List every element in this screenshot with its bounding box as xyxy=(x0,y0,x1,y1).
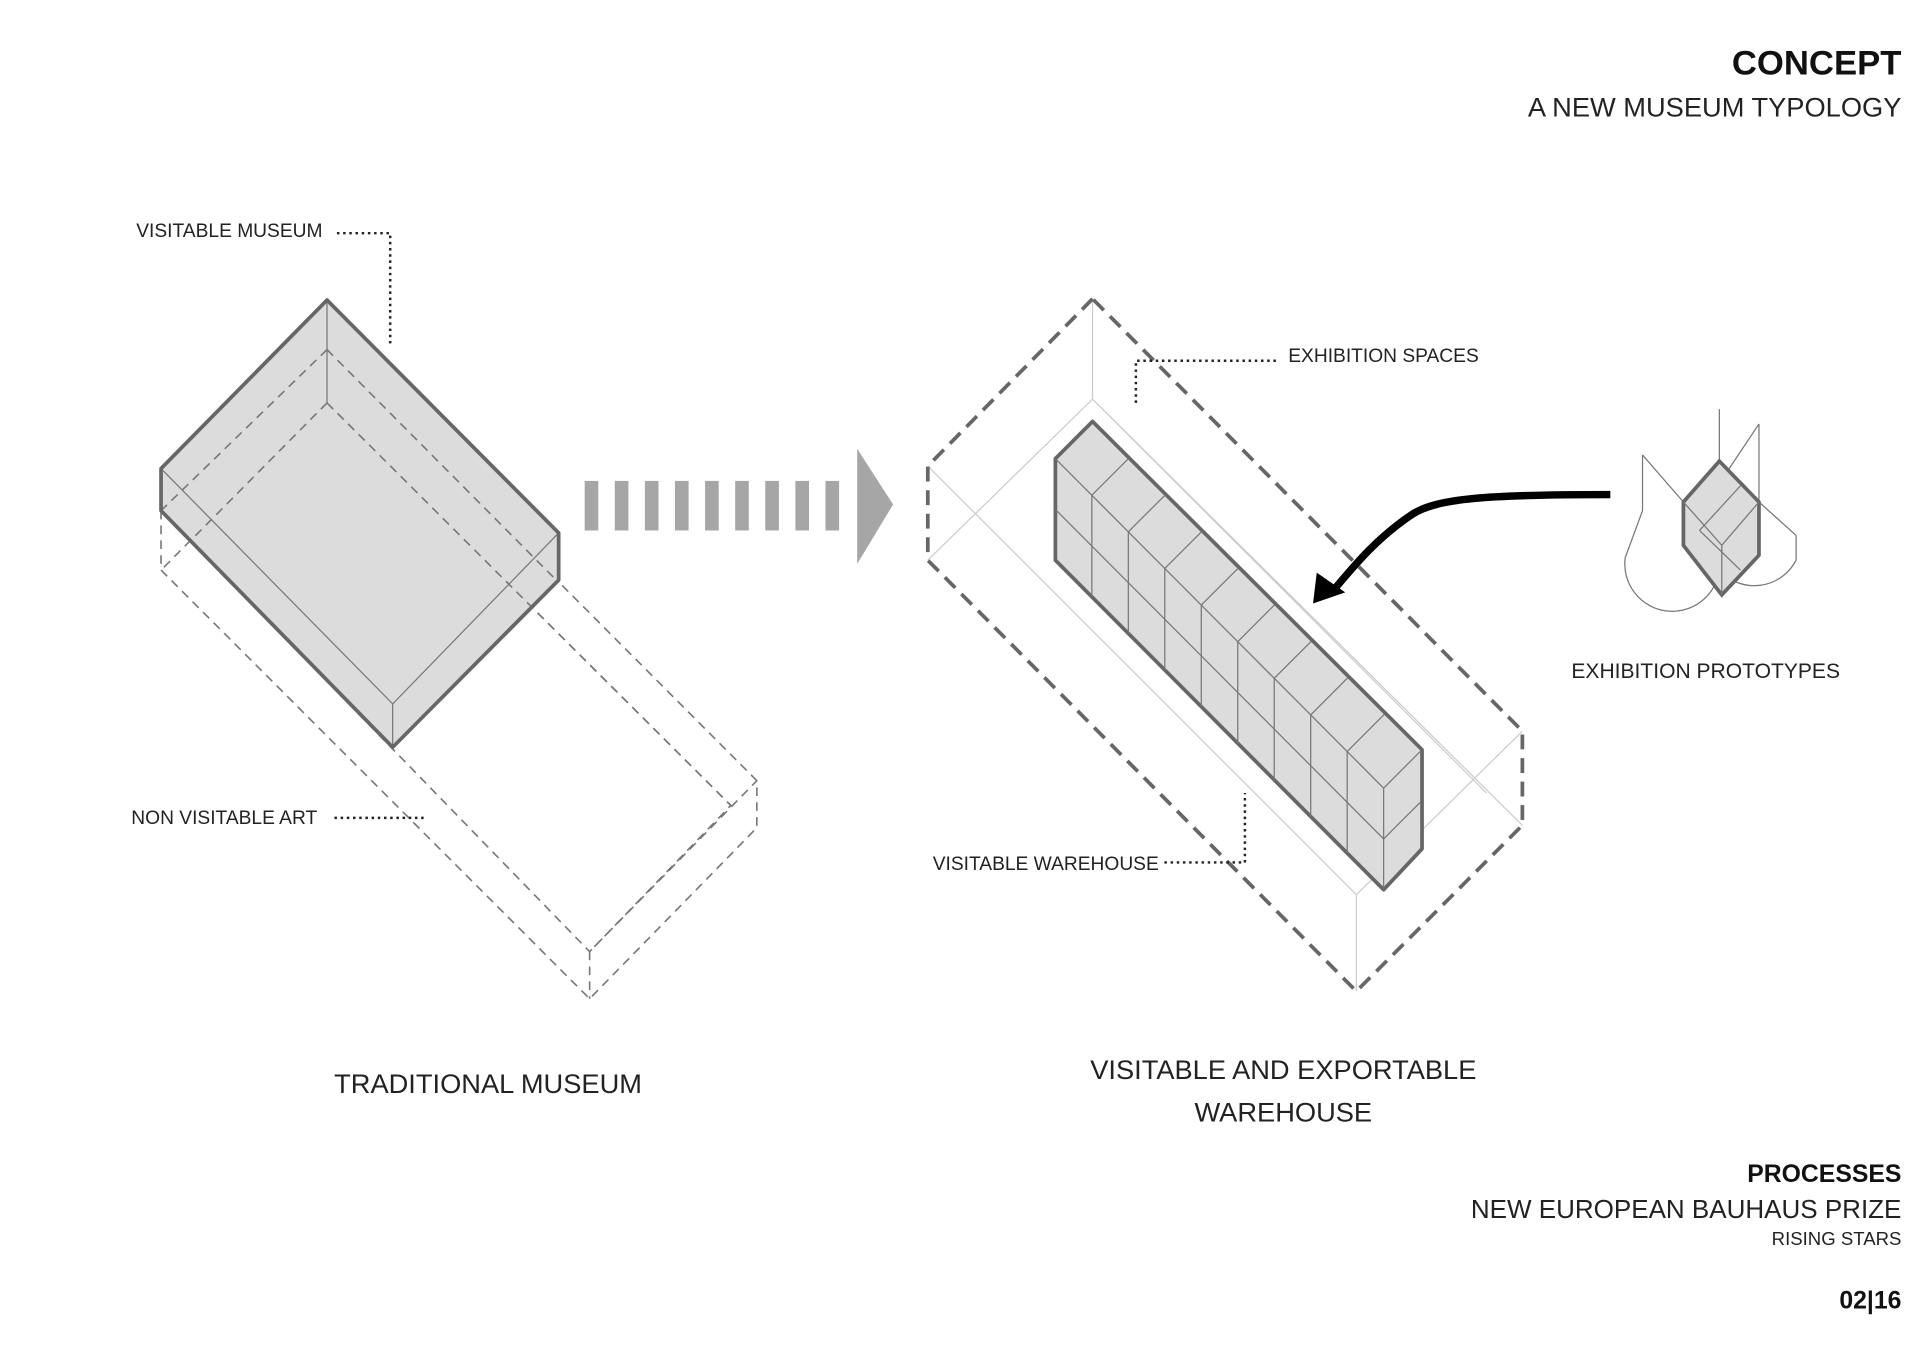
cell-divider xyxy=(1273,640,1312,679)
page-current: 02 xyxy=(1839,1287,1867,1314)
footer-prize: NEW EUROPEAN BAUHAUS PRIZE xyxy=(1471,1194,1902,1224)
caption-traditional-museum: TRADITIONAL MUSEUM xyxy=(334,1068,642,1099)
cell-divider xyxy=(1237,604,1276,643)
cell-divider xyxy=(1310,677,1349,716)
label-exhibition-prototypes: EXHIBITION PROTOTYPES xyxy=(1571,660,1840,683)
caption-warehouse-line1: VISITABLE AND EXPORTABLE xyxy=(1090,1054,1476,1085)
arrow-bar xyxy=(705,480,719,531)
visitable-museum-volume xyxy=(159,298,732,807)
warehouse-envelope xyxy=(925,296,1525,994)
caption-warehouse-line2: WAREHOUSE xyxy=(1194,1096,1372,1127)
arrow-bar xyxy=(765,480,779,531)
arrow-bar xyxy=(735,480,749,531)
cell-divider xyxy=(1346,713,1385,752)
curved-arrow-icon xyxy=(1313,490,1611,604)
footer-section: PROCESSES xyxy=(1747,1161,1901,1188)
page-number: 02|16 xyxy=(1839,1287,1901,1314)
traditional-museum-diagram: VISITABLE MUSEUM NON VISITABLE ART TRADI… xyxy=(131,221,758,1099)
cell-divider xyxy=(1091,457,1130,496)
arrow-bar xyxy=(584,480,599,531)
label-exhibition-spaces: EXHIBITION SPACES xyxy=(1288,346,1479,367)
arrow-bar xyxy=(825,480,840,531)
storage-cells-block xyxy=(1053,419,1424,892)
footer-category: RISING STARS xyxy=(1772,1228,1902,1249)
visitable-warehouse-leader xyxy=(1164,793,1247,864)
arrow-bar xyxy=(644,480,659,531)
exhibition-prototype-icon xyxy=(1624,409,1797,613)
exhibition-spaces-leader xyxy=(1134,359,1276,405)
label-visitable-warehouse: VISITABLE WAREHOUSE xyxy=(933,854,1159,875)
arrow-bar xyxy=(674,480,689,531)
cell-divider xyxy=(1383,750,1422,789)
label-visitable-museum: VISITABLE MUSEUM xyxy=(136,221,322,242)
page-title: CONCEPT xyxy=(1732,45,1902,83)
cell-divider xyxy=(1200,567,1239,606)
cell-row-divider xyxy=(1383,801,1422,840)
arrow-bar xyxy=(614,480,629,531)
transformation-arrow-icon xyxy=(584,448,894,564)
cell-divider xyxy=(1164,530,1203,569)
cell-divider xyxy=(1127,494,1166,533)
label-non-visitable-art: NON VISITABLE ART xyxy=(131,808,317,829)
arrow-bar xyxy=(795,480,810,531)
page-subtitle: A NEW MUSEUM TYPOLOGY xyxy=(1528,92,1902,123)
warehouse-diagram: EXHIBITION SPACES VISITABLE WAREHOUSE EX… xyxy=(925,296,1840,1127)
cell-row-divider xyxy=(1054,508,1385,840)
page-total: 16 xyxy=(1874,1287,1902,1314)
cell-edge xyxy=(1054,458,1385,789)
